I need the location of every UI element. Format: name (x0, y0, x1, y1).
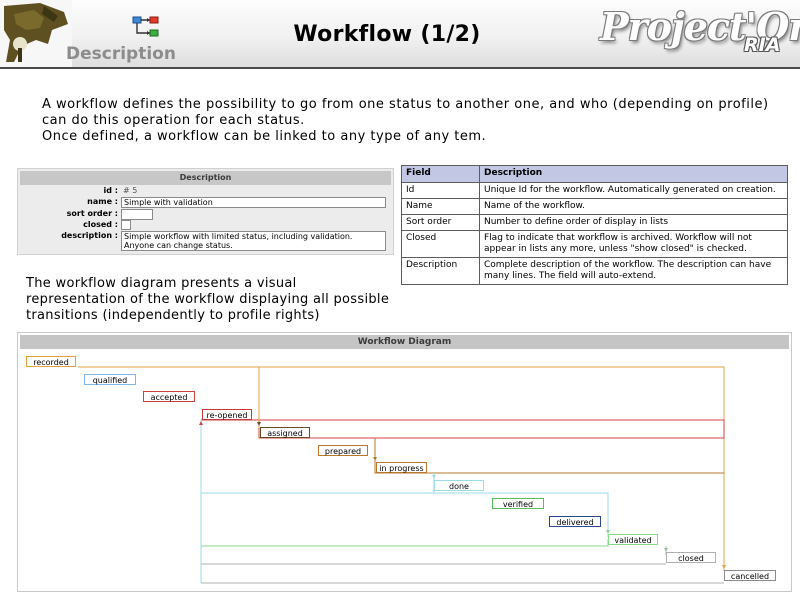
table-row: Name Name of the workflow. (401, 198, 788, 215)
id-label: id : (103, 186, 118, 195)
name-label: name : (87, 197, 118, 206)
table-cell: Flag to indicate that workflow is archiv… (479, 230, 788, 258)
page-header: Description Workflow (1/2) Project'Or RI… (0, 0, 800, 69)
status-node-cancelled[interactable]: cancelled (724, 570, 776, 581)
intro-line-2: Once defined, a workflow can be linked t… (42, 129, 487, 144)
diagram-explanation: The workflow diagram presents a visual r… (26, 276, 390, 323)
table-row: Closed Flag to indicate that workflow is… (401, 230, 788, 258)
status-node-closed[interactable]: closed (666, 552, 716, 563)
table-header-field: Field (401, 165, 480, 183)
table-header-description: Description (479, 165, 788, 183)
workflow-diagram: Workflow Diagram recorded qualified acce… (17, 332, 792, 592)
closed-checkbox[interactable] (121, 220, 131, 230)
status-node-recorded[interactable]: recorded (26, 356, 76, 367)
diagram-title: Workflow Diagram (20, 335, 789, 349)
table-cell: Sort order (401, 214, 480, 231)
id-value: # 5 (123, 186, 138, 195)
field-table: Field Description Id Unique Id for the w… (401, 165, 788, 285)
table-row: Sort order Number to define order of dis… (401, 214, 788, 231)
description-label: description : (61, 231, 118, 240)
table-cell: Unique Id for the workflow. Automaticall… (479, 182, 788, 199)
table-cell: Id (401, 182, 480, 199)
transition-lines (78, 366, 726, 584)
status-node-validated[interactable]: validated (608, 534, 658, 545)
sort-order-field[interactable] (121, 209, 153, 220)
status-node-in-progress[interactable]: in progress (376, 462, 427, 473)
table-row: Description Complete description of the … (401, 257, 788, 285)
table-cell: Name of the workflow. (479, 198, 788, 215)
intro-text: A workflow defines the possibility to go… (42, 97, 797, 145)
table-cell: Complete description of the workflow. Th… (479, 257, 788, 285)
form-title: Description (20, 171, 391, 185)
intro-line-1: A workflow defines the possibility to go… (42, 97, 769, 128)
status-node-prepared[interactable]: prepared (318, 445, 368, 456)
section-label: Description (66, 44, 176, 64)
description-line-2: Anyone can change status. (124, 241, 233, 250)
description-field[interactable]: Simple workflow with limited status, inc… (121, 231, 386, 251)
table-row: Id Unique Id for the workflow. Automatic… (401, 182, 788, 199)
table-cell: Number to define order of display in lis… (479, 214, 788, 231)
status-node-done[interactable]: done (434, 480, 484, 491)
table-cell: Description (401, 257, 480, 285)
table-cell: Name (401, 198, 480, 215)
sort-order-label: sort order : (66, 209, 118, 218)
name-field[interactable]: Simple with validation (121, 197, 386, 208)
status-node-re-opened[interactable]: re-opened (202, 409, 252, 420)
status-node-qualified[interactable]: qualified (84, 374, 136, 385)
brand-logo-text: Project'Or (600, 4, 800, 49)
table-header-row: Field Description (401, 165, 788, 183)
workflow-icon (132, 16, 159, 37)
logo-icon (0, 0, 72, 67)
status-node-assigned[interactable]: assigned (260, 427, 310, 438)
status-node-verified[interactable]: verified (492, 498, 544, 509)
status-node-accepted[interactable]: accepted (143, 391, 195, 402)
status-node-delivered[interactable]: delivered (549, 516, 601, 527)
description-form: Description id : # 5 name : Simple with … (17, 168, 394, 255)
page-title: Workflow (1/2) (293, 22, 481, 47)
closed-label: closed : (83, 220, 118, 229)
brand-logo-subtext: RIA (744, 34, 781, 56)
table-cell: Closed (401, 230, 480, 258)
description-line-1: Simple workflow with limited status, inc… (124, 232, 353, 241)
